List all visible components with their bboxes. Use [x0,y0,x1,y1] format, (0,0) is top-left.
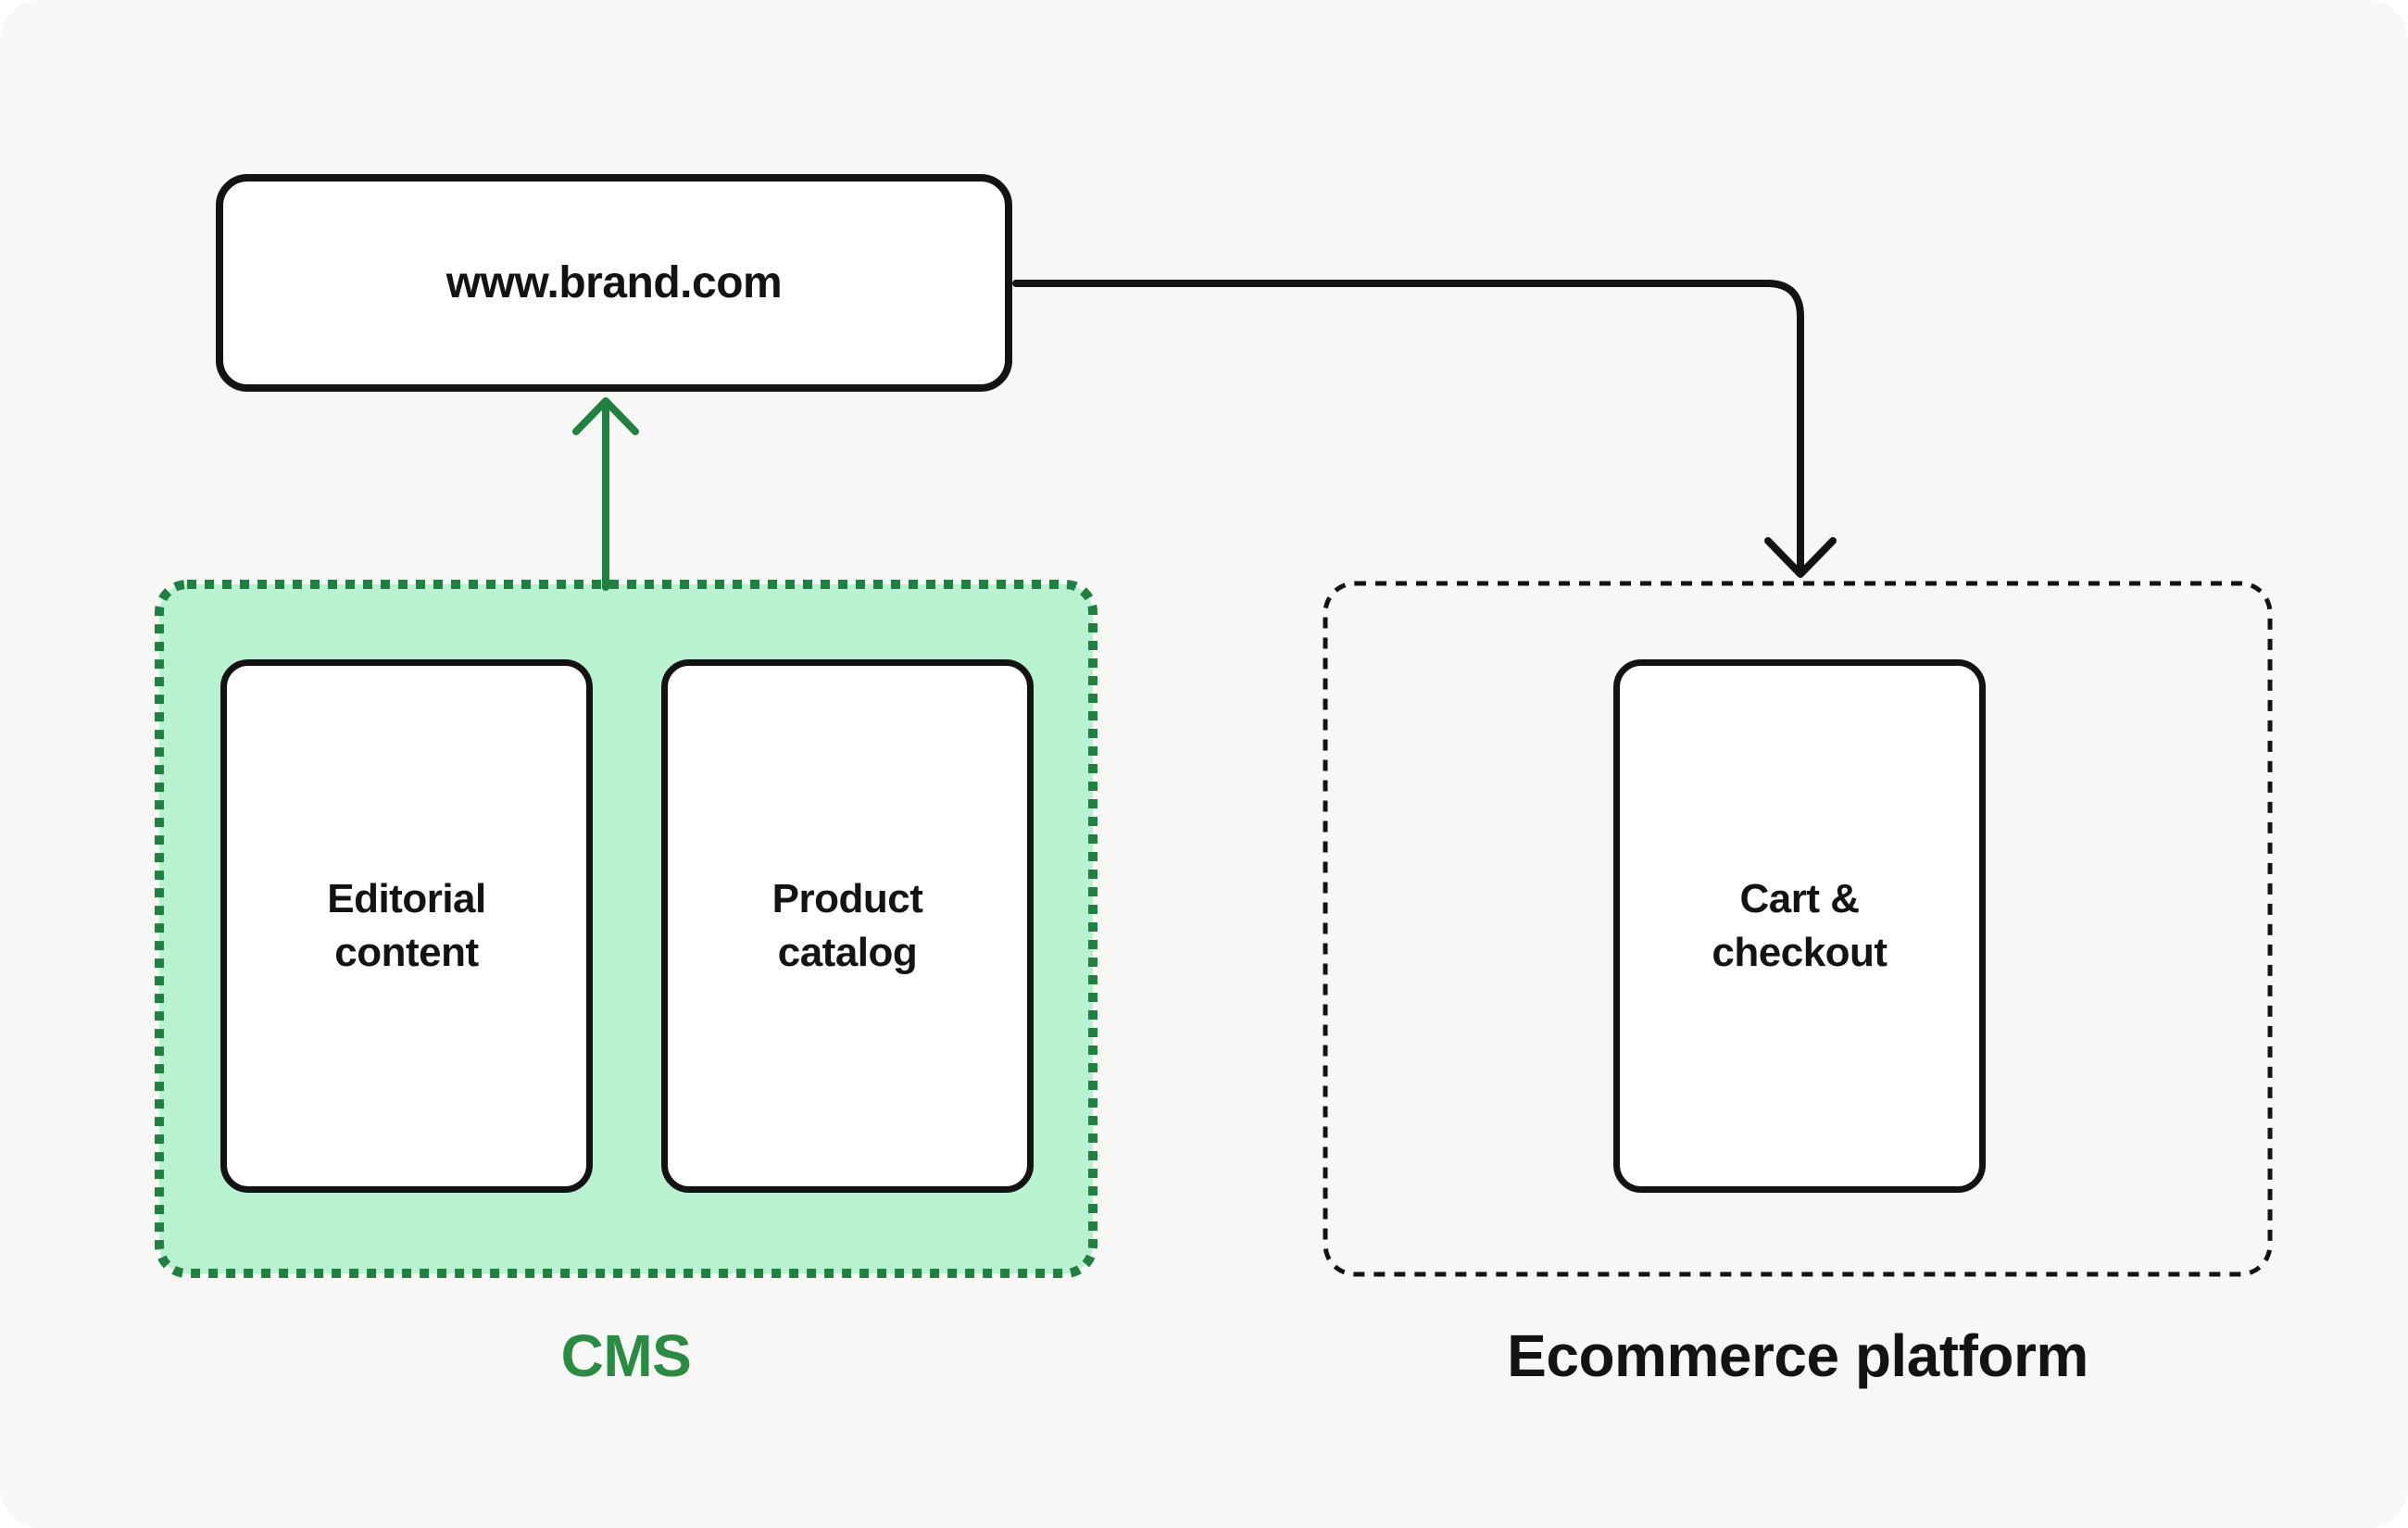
cms-to-website-arrowhead-up [572,397,639,435]
cms-group-label: CMS [560,1322,692,1389]
node-product-catalog: Product catalog [661,659,1034,1193]
node-website-label: www.brand.com [445,258,783,307]
node-cart-checkout-label: Cart & checkout [1712,875,1888,975]
node-editorial-content-label: Editorial content [327,875,486,975]
ecommerce-group-box [1323,581,2273,1277]
node-product-catalog-label: Product catalog [771,875,923,975]
ecommerce-group-label: Ecommerce platform [1507,1322,2088,1389]
website-to-ecommerce-arrowhead-down [1764,537,1837,578]
website-to-ecommerce-edge [1012,280,1804,574]
node-cart-checkout: Cart & checkout [1613,659,1986,1193]
node-editorial-content: Editorial content [220,659,593,1193]
node-website: www.brand.com [216,174,1012,392]
